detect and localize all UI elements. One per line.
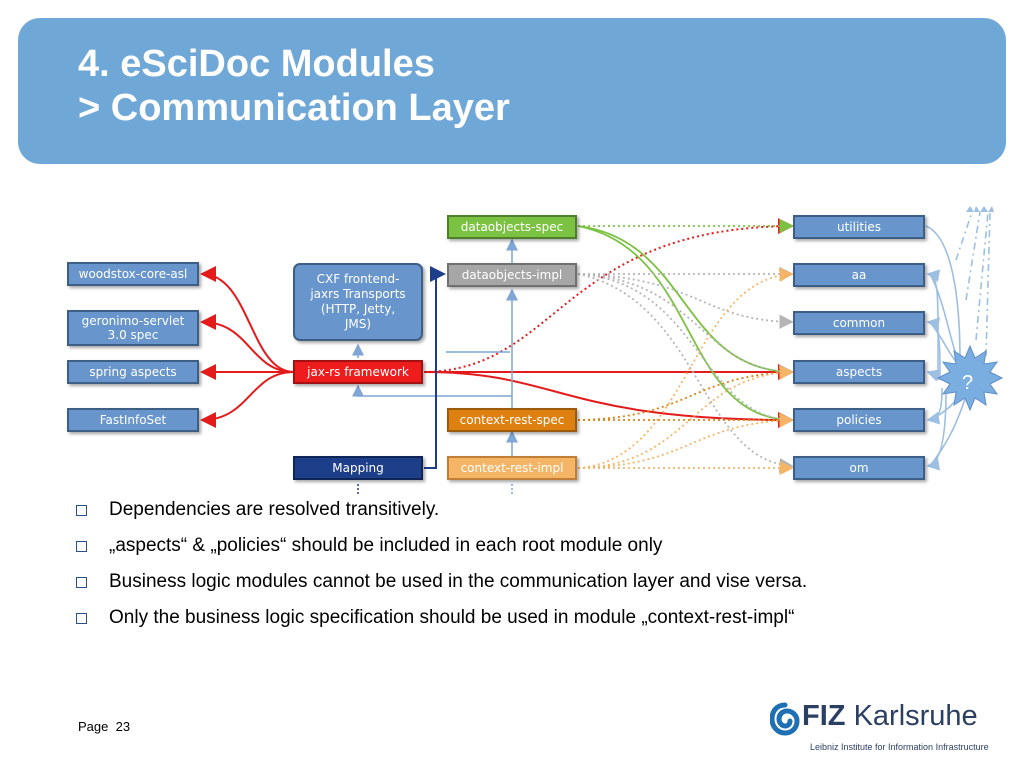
module-common: common [793, 311, 925, 335]
list-item: Business logic modules cannot be used in… [76, 564, 996, 600]
jaxrs-left-arrows [200, 266, 295, 428]
checkbox-bullet-icon [76, 576, 87, 588]
module-aspects: aspects [793, 360, 925, 384]
module-dataobjects-impl: dataobjects-impl [447, 263, 577, 287]
list-item: Only the business logic specification sh… [76, 600, 996, 636]
context-rest-spec-arrows [577, 365, 794, 428]
checkbox-bullet-icon [76, 504, 87, 516]
module-dataobjects-spec: dataobjects-spec [447, 215, 577, 239]
list-item: Dependencies are resolved transitively. [76, 492, 996, 528]
page-value: 23 [115, 719, 131, 734]
jaxrs-right-arrows [423, 218, 794, 428]
unknown-marker: ? [962, 372, 974, 394]
bullet-text: „aspects“ & „policies“ should be include… [109, 535, 663, 556]
module-geronimo-servlet: geronimo-servlet 3.0 spec [67, 310, 199, 346]
list-item: „aspects“ & „policies“ should be include… [76, 528, 996, 564]
bullet-text: Only the business logic specification sh… [109, 607, 795, 628]
module-spring-aspects: spring aspects [67, 360, 199, 384]
module-aa: aa [793, 263, 925, 287]
title-line-1: 4. eSciDoc Modules [78, 43, 435, 85]
checkbox-bullet-icon [76, 612, 87, 624]
checkbox-bullet-icon [76, 540, 87, 552]
bullet-list: Dependencies are resolved transitively. … [76, 492, 996, 636]
module-fastinfoset: FastInfoSet [67, 408, 199, 432]
title-line-2: > Communication Layer [78, 87, 510, 129]
unknown-starburst [936, 344, 1004, 412]
structural-arrows [352, 238, 518, 496]
top-arrow-heads [966, 206, 994, 212]
module-context-rest-impl: context-rest-impl [447, 456, 577, 480]
bullet-text: Dependencies are resolved transitively. [109, 499, 440, 520]
fiz-swirl-icon [770, 702, 800, 736]
logo-name: Karlsruhe [853, 700, 978, 732]
bullet-text: Business logic modules cannot be used in… [109, 571, 808, 592]
module-mapping: Mapping [293, 456, 423, 480]
logo-text: FIZ Karlsruhe [802, 700, 978, 733]
dependency-diagram [200, 206, 1004, 496]
fiz-logo: FIZ Karlsruhe Leibniz Institute for Info… [770, 700, 992, 760]
module-woodstox-core-asl: woodstox-core-asl [67, 262, 199, 286]
module-context-rest-spec: context-rest-spec [447, 408, 577, 432]
logo-subtitle: Leibniz Institute for Information Infras… [810, 742, 989, 752]
logo-fiz: FIZ [802, 700, 846, 732]
upward-dashed-lines [955, 211, 991, 357]
title-banner [18, 18, 1006, 164]
slide-title: 4. eSciDoc Modules > Communication Layer [78, 42, 510, 130]
module-policies: policies [793, 408, 925, 432]
right-module-arrows [925, 225, 967, 471]
dataobjects-impl-arrows [577, 266, 794, 473]
module-jaxrs-framework: jax-rs framework [293, 360, 423, 384]
dataobjects-spec-arrows [577, 218, 794, 427]
module-om: om [793, 456, 925, 480]
mapping-arrow [424, 266, 446, 469]
context-rest-impl-arrows [577, 267, 794, 476]
cxf-box: CXF frontend-jaxrs Transports (HTTP, Jet… [293, 263, 423, 341]
page-number: Page 23 [78, 719, 130, 734]
module-utilities: utilities [793, 215, 925, 239]
page-label: Page [78, 719, 109, 734]
